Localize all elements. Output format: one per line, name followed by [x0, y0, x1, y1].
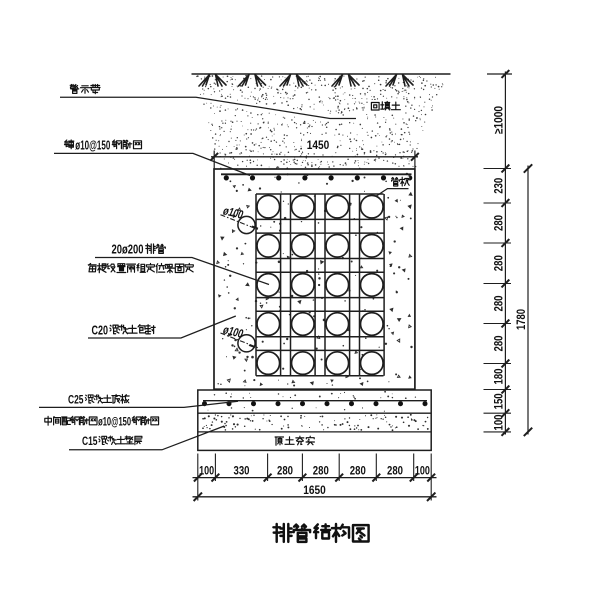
svg-text:1780: 1780 [514, 309, 528, 330]
svg-text:280: 280 [491, 255, 505, 271]
svg-text:150: 150 [491, 393, 505, 409]
svg-text:20ø200: 20ø200 [112, 242, 144, 257]
svg-text:280: 280 [350, 463, 366, 477]
svg-text:C15: C15 [82, 434, 98, 448]
svg-text:1450: 1450 [307, 138, 330, 152]
svg-text:330: 330 [234, 463, 250, 477]
svg-text:280: 280 [491, 295, 505, 311]
svg-text:100: 100 [199, 463, 214, 477]
svg-text:≥1000: ≥1000 [491, 106, 505, 134]
svg-text:280: 280 [277, 463, 293, 477]
svg-text:ø100: ø100 [222, 322, 245, 340]
svg-text:C25: C25 [68, 393, 84, 407]
svg-text:100: 100 [491, 414, 505, 430]
svg-text:180: 180 [491, 368, 505, 384]
svg-text:ø100: ø100 [222, 203, 245, 221]
svg-text:280: 280 [387, 463, 403, 477]
svg-text:ø10@150: ø10@150 [75, 138, 110, 153]
svg-text:ø10@150: ø10@150 [98, 414, 131, 428]
svg-text:280: 280 [491, 335, 505, 351]
svg-text:280: 280 [313, 463, 329, 477]
svg-text:100: 100 [415, 463, 430, 477]
svg-text:1650: 1650 [303, 483, 326, 497]
svg-text:230: 230 [491, 178, 505, 194]
svg-text:280: 280 [491, 215, 505, 231]
svg-text:C20: C20 [92, 322, 109, 337]
